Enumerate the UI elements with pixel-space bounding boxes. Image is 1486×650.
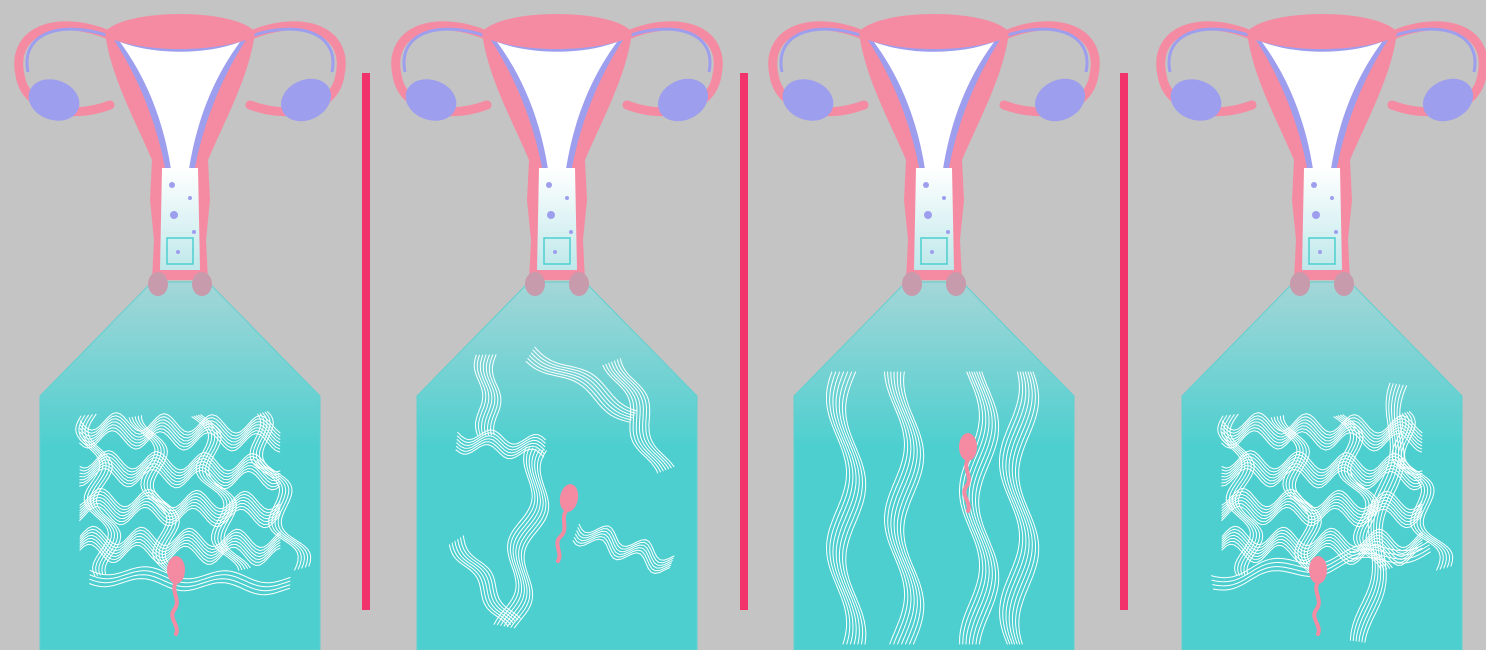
cervix-lip-right — [192, 272, 212, 296]
sperm-head — [167, 556, 185, 584]
cervix-lip-left — [902, 272, 922, 296]
right-ovary — [274, 71, 338, 129]
panel-divider — [362, 73, 370, 610]
right-ovary — [651, 71, 715, 129]
sperm-head — [959, 433, 977, 461]
mucus-droplet — [169, 182, 175, 188]
left-ovary — [1165, 72, 1228, 127]
mucus-droplet — [176, 250, 180, 254]
mucus-droplet — [946, 230, 950, 234]
cervix-lip-left — [1290, 272, 1310, 296]
cervix-lip-left — [525, 272, 545, 296]
mucus-droplet — [942, 196, 946, 200]
cervix-lip-right — [946, 272, 966, 296]
panel-divider — [1120, 73, 1128, 610]
panel-2-loose-fragments — [396, 14, 719, 650]
left-ovary — [777, 72, 840, 127]
mucus-droplet — [1318, 250, 1322, 254]
zoomed-mucus-view — [1182, 282, 1462, 650]
cervical-canal — [914, 168, 954, 270]
mucus-droplet — [170, 211, 178, 219]
mucus-droplet — [930, 250, 934, 254]
mucus-droplet — [1311, 182, 1317, 188]
cervix-lip-right — [569, 272, 589, 296]
panel-4-dense-mesh-with-strands — [1161, 14, 1484, 650]
mucus-droplet — [1334, 230, 1338, 234]
mucus-droplet — [565, 196, 569, 200]
mucus-droplet — [569, 230, 573, 234]
cervix-lip-left — [148, 272, 168, 296]
panel-1-dense-mesh — [19, 14, 342, 650]
cervical-canal — [537, 168, 577, 270]
zoomed-mucus-view — [40, 282, 320, 650]
mucus-droplet — [553, 250, 557, 254]
left-ovary — [400, 72, 463, 127]
panel-divider — [740, 73, 748, 610]
panel-3-parallel-channels — [773, 14, 1096, 650]
mucus-droplet — [546, 182, 552, 188]
zoomed-mucus-view — [794, 282, 1074, 650]
mucus-droplet — [1330, 196, 1334, 200]
mucus-droplet — [192, 230, 196, 234]
mucus-droplet — [547, 211, 555, 219]
mucus-droplet — [923, 182, 929, 188]
mucus-droplet — [1312, 211, 1320, 219]
cervical-canal — [160, 168, 200, 270]
zoomed-mucus-view — [417, 282, 697, 650]
cervical-canal — [1302, 168, 1342, 270]
left-ovary — [23, 72, 86, 127]
right-ovary — [1028, 71, 1092, 129]
cervix-lip-right — [1334, 272, 1354, 296]
mucus-droplet — [924, 211, 932, 219]
sperm-head — [1309, 556, 1327, 584]
right-ovary — [1416, 71, 1480, 129]
mucus-droplet — [188, 196, 192, 200]
